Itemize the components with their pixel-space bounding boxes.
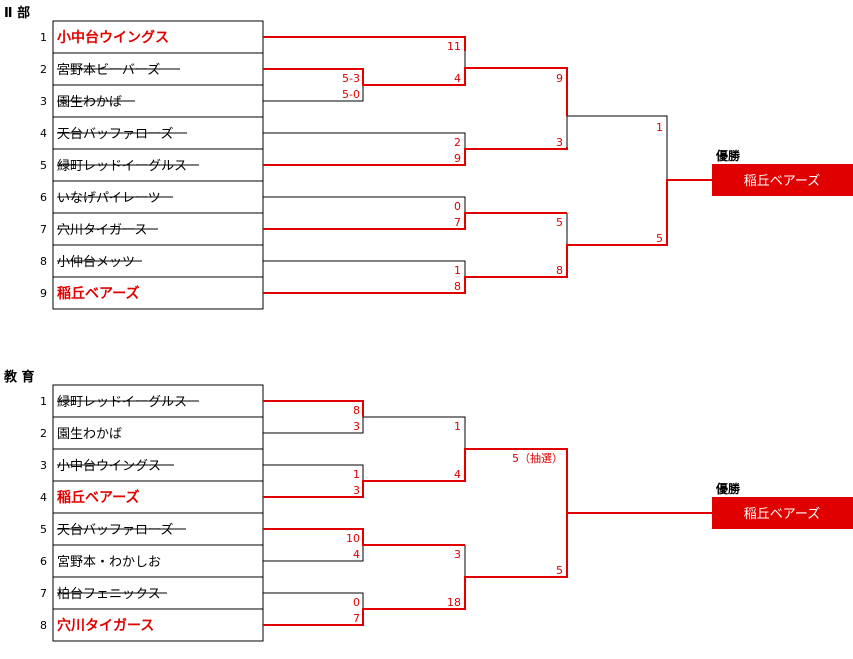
team-name: 稲丘ベアーズ xyxy=(57,489,139,506)
champion-box xyxy=(712,164,853,196)
score-label: 2 xyxy=(454,136,461,149)
team-number: 7 xyxy=(40,223,47,236)
team-number: 2 xyxy=(40,63,47,76)
team-number: 6 xyxy=(40,191,47,204)
team-name: 園生わかば xyxy=(57,95,122,110)
bracket-lines-lost xyxy=(263,416,568,609)
score-label: 4 xyxy=(454,72,461,85)
bracket-lines-won xyxy=(263,36,712,294)
score-label: 5（抽選） xyxy=(512,451,563,465)
team-name: 天台バッファローズ xyxy=(57,126,173,142)
score-label: 3 xyxy=(556,136,563,149)
section-title: 教 育 xyxy=(3,369,35,385)
team-name: 宮野本・わかしお xyxy=(57,554,161,570)
champion-label: 優勝 xyxy=(715,481,741,496)
score-label: 4 xyxy=(454,468,461,481)
score-label: 5 xyxy=(656,232,663,245)
score-label: 3 xyxy=(353,420,360,433)
team-number: 8 xyxy=(40,619,47,632)
bracket-lines-won xyxy=(263,400,712,626)
team-name: 小中台ウイングス xyxy=(57,29,169,46)
score-label: 7 xyxy=(353,612,360,625)
champion-label: 優勝 xyxy=(715,148,741,163)
team-number: 3 xyxy=(40,95,47,108)
score-label: 3 xyxy=(353,484,360,497)
team-names: 緑町レッドイーグルス 園生わかば 小中台ウイングス 稲丘ベアーズ 天台バッファロ… xyxy=(57,395,187,634)
score-label: 1 xyxy=(454,264,461,277)
team-number: 8 xyxy=(40,255,47,268)
score-label: 5 xyxy=(556,216,563,229)
team-number: 6 xyxy=(40,555,47,568)
score-label: 8 xyxy=(454,280,461,293)
section-title: Ⅱ 部 xyxy=(4,5,30,21)
score-label: 5-0 xyxy=(342,88,360,101)
score-label: 8 xyxy=(353,404,360,417)
team-number: 1 xyxy=(40,395,47,408)
elimination-strikes xyxy=(57,68,199,262)
team-name: 小中台ウイングス xyxy=(57,459,161,474)
score-label: 3 xyxy=(454,548,461,561)
team-name: いなげパイレーツ xyxy=(57,191,161,206)
team-number: 2 xyxy=(40,427,47,440)
score-label: 1 xyxy=(656,121,663,134)
elimination-strikes xyxy=(57,400,199,594)
team-names: 小中台ウイングス 宮野本ビーバーズ 園生わかば 天台バッファローズ 緑町レッドイ… xyxy=(57,29,187,302)
bracket-section-2bu: Ⅱ 部 1 2 3 4 5 6 7 8 9 小中台ウイングス 宮野本ビーバーズ … xyxy=(4,5,853,310)
bracket-lines-lost xyxy=(263,51,668,277)
score-label: 0 xyxy=(353,596,360,609)
score-label: 5-3 xyxy=(342,72,360,85)
team-number: 3 xyxy=(40,459,47,472)
score-label: 0 xyxy=(454,200,461,213)
champion-box xyxy=(712,497,853,529)
score-label: 1 xyxy=(353,468,360,481)
team-name: 園生わかば xyxy=(57,427,122,442)
team-name: 穴川タイガース xyxy=(57,223,147,238)
team-name: 天台バッファローズ xyxy=(57,522,173,538)
team-name: 緑町レッドイーグルス xyxy=(57,395,187,410)
team-name: 宮野本ビーバーズ xyxy=(57,62,160,78)
score-label: 7 xyxy=(454,216,461,229)
team-number: 4 xyxy=(40,491,47,504)
team-name: 緑町レッドイーグルス xyxy=(57,159,187,174)
team-name: 稲丘ベアーズ xyxy=(57,285,139,302)
score-label: 9 xyxy=(556,72,563,85)
team-name: 小仲台メッツ xyxy=(57,255,135,270)
score-label: 4 xyxy=(353,548,360,561)
score-label: 9 xyxy=(454,152,461,165)
match-scores: 8 3 1 3 10 4 0 7 1 4 3 18 5（抽選） 5 xyxy=(346,404,563,625)
team-number: 7 xyxy=(40,587,47,600)
team-number: 1 xyxy=(40,31,47,44)
team-name: 柏台フェニックス xyxy=(57,587,161,602)
team-number: 5 xyxy=(40,523,47,536)
team-name: 穴川タイガース xyxy=(57,617,154,634)
champion-name: 稲丘ベアーズ xyxy=(744,173,821,189)
score-label: 18 xyxy=(447,596,461,609)
team-number: 9 xyxy=(40,287,47,300)
team-table-dividers xyxy=(53,416,263,610)
match-scores: 11 4 5-3 5-0 2 9 0 7 1 8 9 3 5 8 1 5 xyxy=(342,40,663,293)
team-table-dividers xyxy=(53,52,263,278)
champion-name: 稲丘ベアーズ xyxy=(744,506,821,522)
score-label: 8 xyxy=(556,264,563,277)
score-label: 1 xyxy=(454,420,461,433)
team-numbers: 1 2 3 4 5 6 7 8 9 xyxy=(40,31,47,300)
team-number: 4 xyxy=(40,127,47,140)
team-numbers: 1 2 3 4 5 6 7 8 xyxy=(40,395,47,632)
score-label: 5 xyxy=(556,564,563,577)
score-label: 10 xyxy=(346,532,360,545)
team-number: 5 xyxy=(40,159,47,172)
bracket-section-kyoiku: 教 育 1 2 3 4 5 6 7 8 緑町レッドイーグルス 園生わかば 小中台… xyxy=(3,369,853,642)
score-label: 11 xyxy=(447,40,461,53)
